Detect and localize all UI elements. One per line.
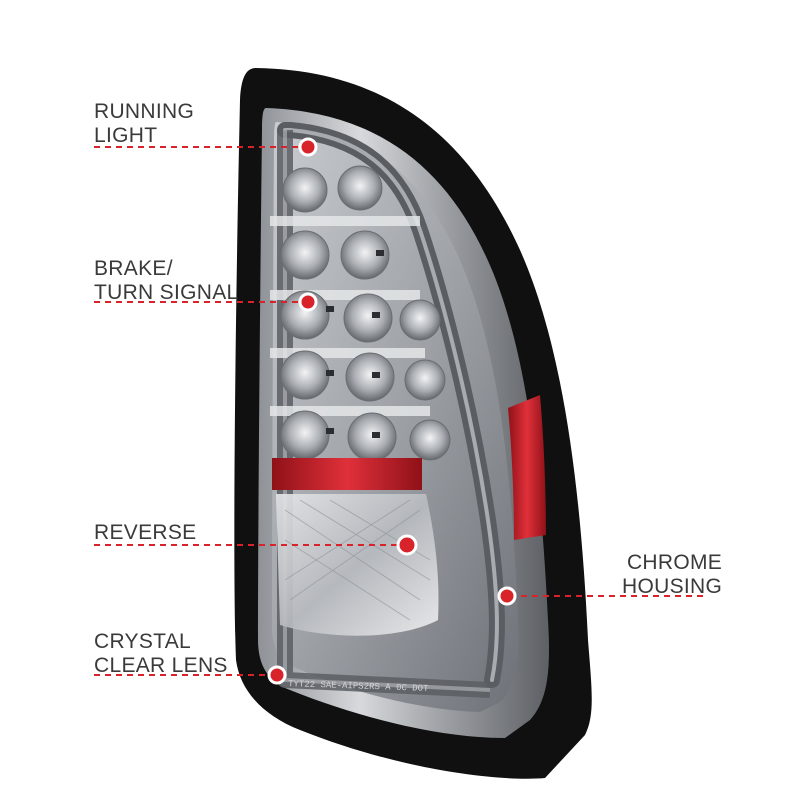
brake-turn-label: BRAKE/ TURN SIGNAL bbox=[94, 257, 239, 305]
callout-markers bbox=[267, 137, 517, 685]
reverse-line1: REVERSE bbox=[94, 521, 197, 544]
red-side-reflector bbox=[508, 395, 546, 540]
brake-turn-marker bbox=[298, 292, 318, 312]
crystal-clear-line2: CLEAR LENS bbox=[94, 654, 228, 677]
brake-turn-line2: TURN SIGNAL bbox=[94, 281, 239, 304]
chrome-housing-label: CHROME HOUSING bbox=[622, 551, 722, 599]
crystal-clear-label: CRYSTAL CLEAR LENS bbox=[94, 630, 228, 678]
reverse-label: REVERSE bbox=[94, 521, 196, 545]
crystal-clear-line1: CRYSTAL bbox=[94, 630, 192, 653]
crystal-clear-marker bbox=[267, 665, 287, 685]
brake-turn-line1: BRAKE/ bbox=[94, 257, 173, 280]
lens-markings: TYT22 SAE-AIPS2RS A 0C DOT bbox=[288, 679, 429, 694]
running-light-marker bbox=[298, 137, 318, 157]
chrome-housing-marker bbox=[497, 586, 517, 606]
chrome-housing-line1: CHROME bbox=[626, 551, 723, 574]
running-light-label: RUNNING LIGHT bbox=[94, 100, 194, 148]
red-reflector-inner bbox=[272, 458, 422, 490]
running-light-line1: RUNNING bbox=[94, 100, 195, 123]
chrome-housing-line2: HOUSING bbox=[622, 575, 723, 598]
reverse-lens bbox=[276, 494, 439, 636]
running-light-line2: LIGHT bbox=[94, 124, 158, 147]
reverse-marker bbox=[396, 534, 418, 556]
